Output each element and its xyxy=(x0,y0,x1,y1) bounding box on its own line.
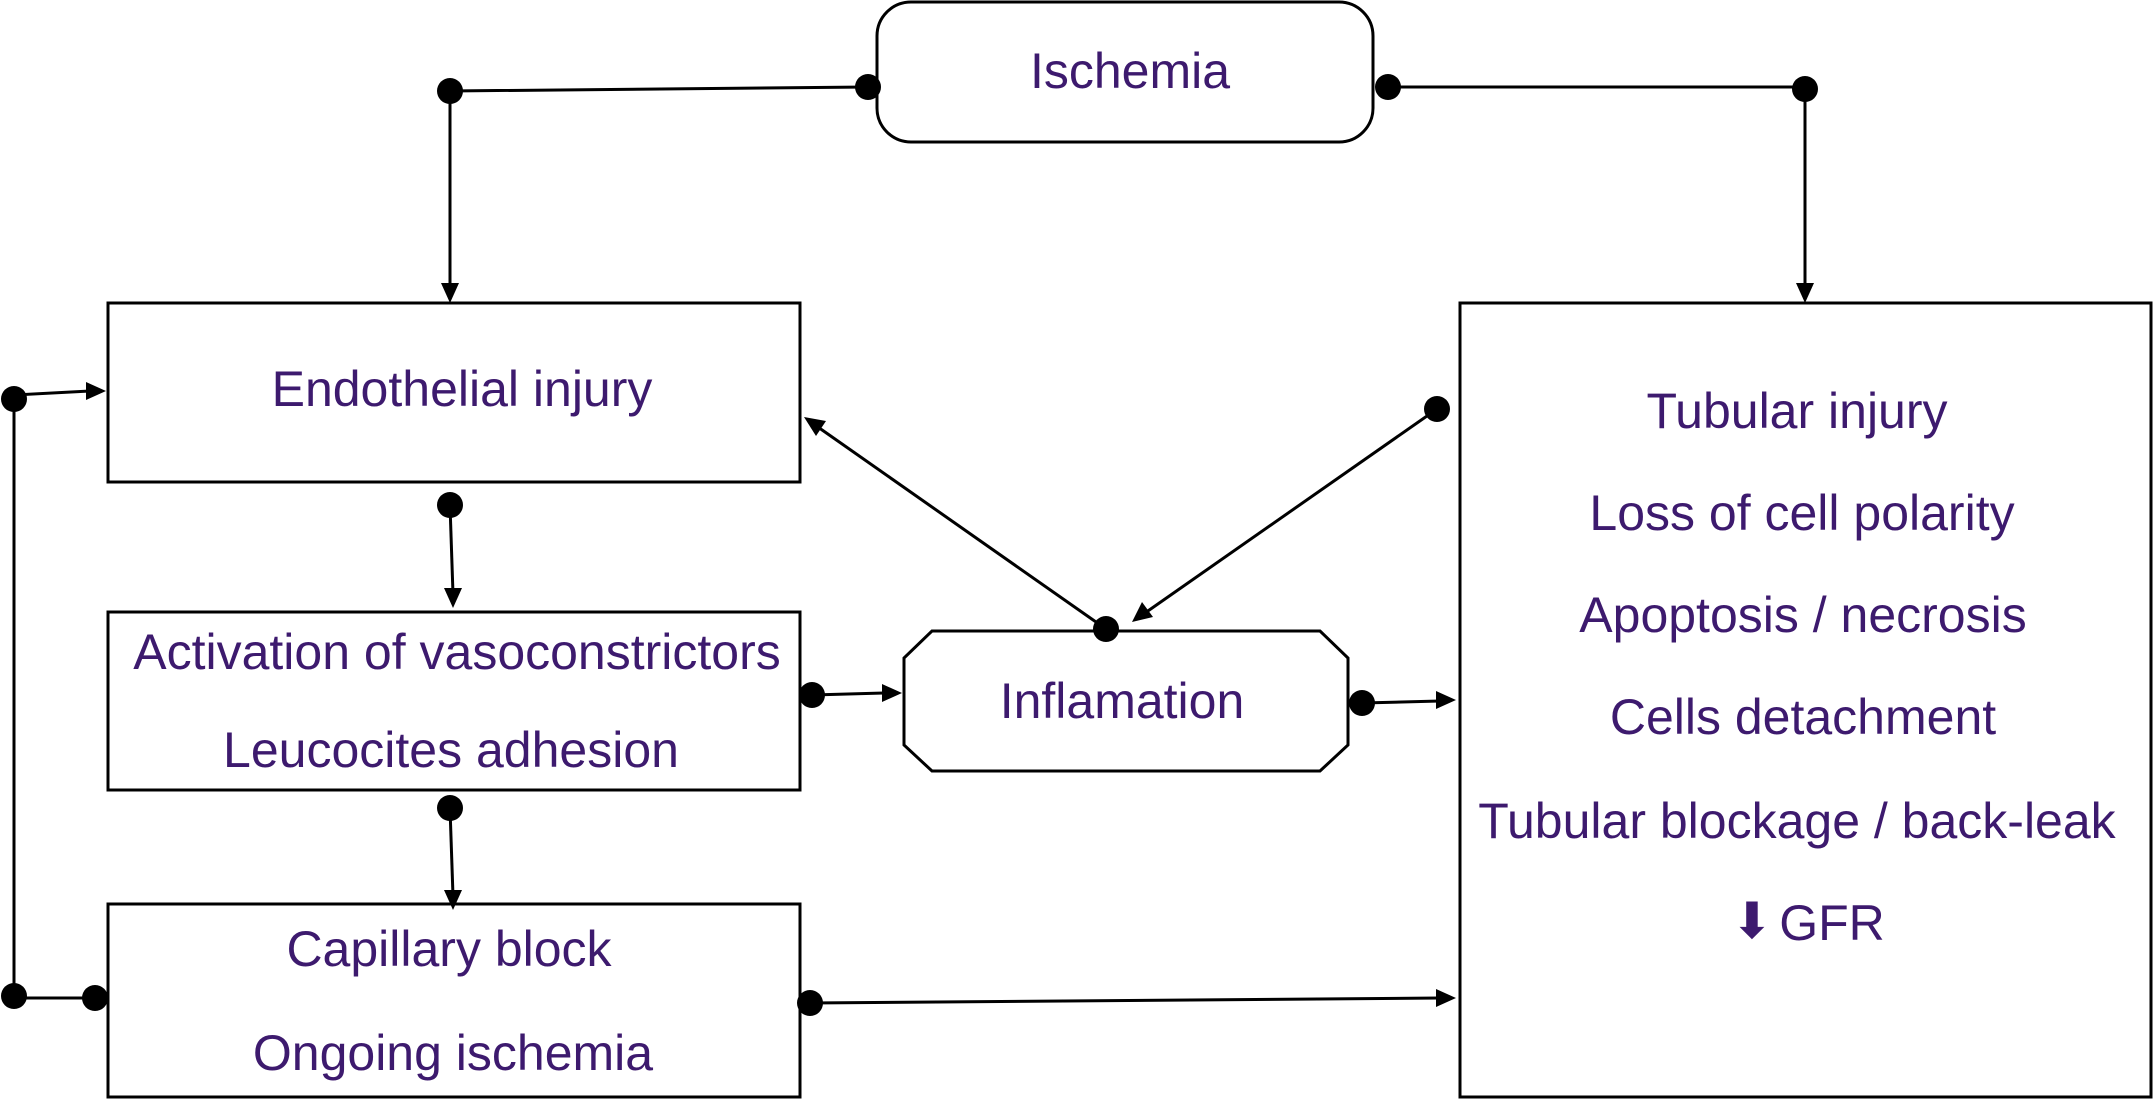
activation-line-2: Leucocites adhesion xyxy=(223,722,679,778)
connector-tubular-to-inflamation xyxy=(1132,396,1450,622)
connector-capillary-to-tubular xyxy=(797,989,1456,1016)
node-activation: Activation of vasoconstrictors Leucocite… xyxy=(106,610,802,792)
tubular-line-3: Apoptosis / necrosis xyxy=(1579,587,2026,643)
node-capillary: Capillary block Ongoing ischemia xyxy=(106,902,802,1099)
connector-ischemia-to-endothelial xyxy=(437,74,881,303)
connector-capillary-to-endothelial xyxy=(1,382,108,1011)
gfr-down-arrow-icon: ⬇ xyxy=(1731,893,1773,949)
connector-activation-to-inflamation xyxy=(799,682,902,708)
ischemia-label: Ischemia xyxy=(1030,43,1230,99)
tubular-line-4: Cells detachment xyxy=(1610,689,1996,745)
capillary-line-1: Capillary block xyxy=(286,921,612,977)
node-endothelial-injury: Endothelial injury xyxy=(106,301,802,484)
tubular-line-1: Tubular injury xyxy=(1646,383,1947,439)
node-ischemia: Ischemia xyxy=(875,0,1375,144)
capillary-line-2: Ongoing ischemia xyxy=(253,1025,653,1081)
node-inflamation: Inflamation xyxy=(902,629,1350,773)
connector-activation-to-capillary xyxy=(437,795,463,910)
connector-ischemia-to-tubular xyxy=(1375,74,1818,303)
tubular-line-2: Loss of cell polarity xyxy=(1589,485,2014,541)
connector-endothelial-to-activation xyxy=(437,492,463,608)
inflamation-label: Inflamation xyxy=(1000,673,1245,729)
connector-inflamation-to-tubular xyxy=(1349,690,1456,716)
connectors xyxy=(1,74,1818,1016)
node-tubular: Tubular injury Loss of cell polarity Apo… xyxy=(1458,301,2153,1099)
endothelial-injury-label: Endothelial injury xyxy=(272,361,653,417)
gfr-label: GFR xyxy=(1779,895,1885,951)
tubular-line-5: Tubular blockage / back-leak xyxy=(1478,793,2116,849)
connector-inflamation-to-endothelial xyxy=(804,417,1119,642)
activation-line-1: Activation of vasoconstrictors xyxy=(133,624,781,680)
